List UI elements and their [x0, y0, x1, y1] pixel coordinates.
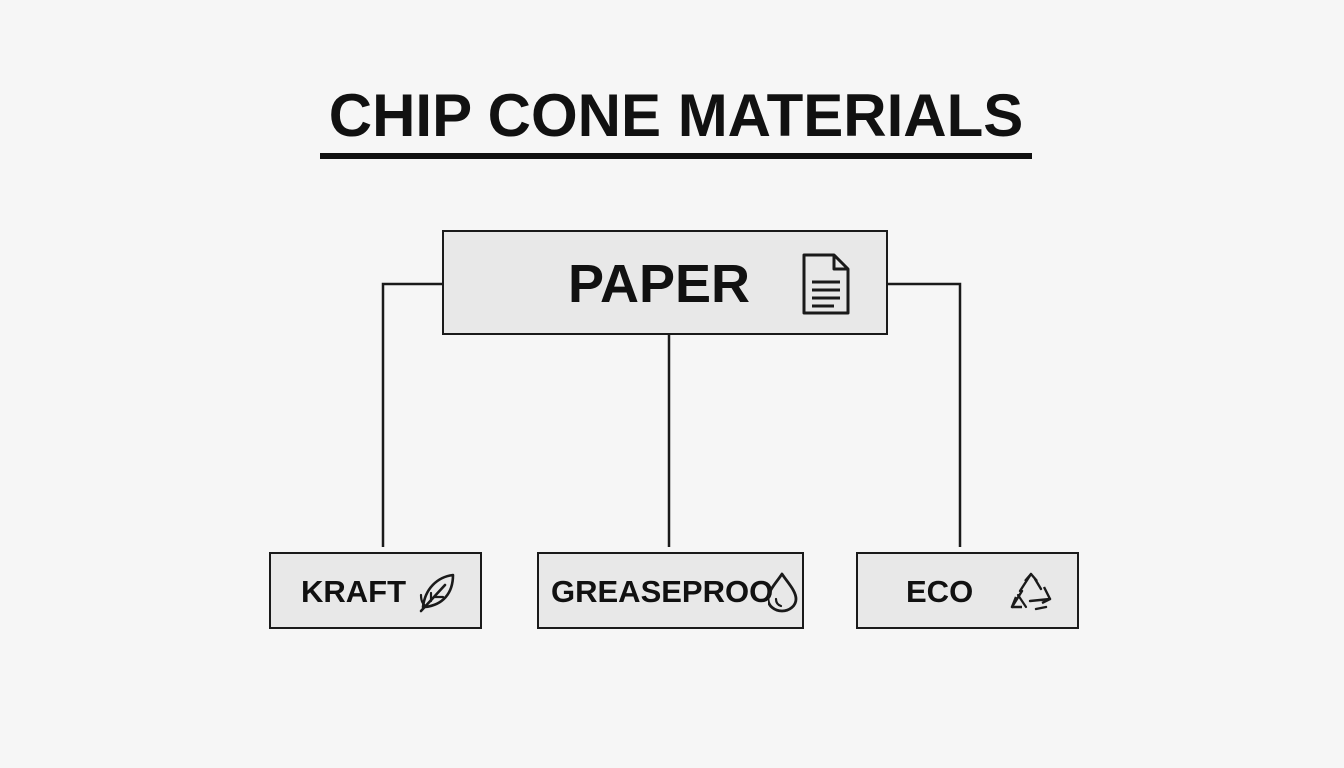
recycle-icon	[1010, 572, 1052, 611]
root-node-paper: PAPER	[442, 230, 888, 335]
leaf-icon	[419, 573, 455, 613]
connector-root-eco	[888, 282, 962, 547]
document-icon	[802, 253, 850, 315]
droplet-icon	[768, 572, 798, 613]
child-node-eco-label: ECO	[906, 574, 974, 609]
child-node-greaseproof: GREASEPROO	[537, 552, 804, 629]
child-node-eco: ECO	[856, 552, 1079, 629]
root-node-label: PAPER	[568, 254, 751, 314]
child-node-greaseproof-label: GREASEPROO	[551, 574, 774, 609]
child-node-kraft-label: KRAFT	[301, 574, 407, 609]
title-underline	[320, 153, 1032, 159]
diagram-title: CHIP CONE MATERIALS	[328, 82, 1024, 149]
child-node-kraft: KRAFT	[269, 552, 482, 629]
connector-root-kraft	[381, 282, 442, 547]
